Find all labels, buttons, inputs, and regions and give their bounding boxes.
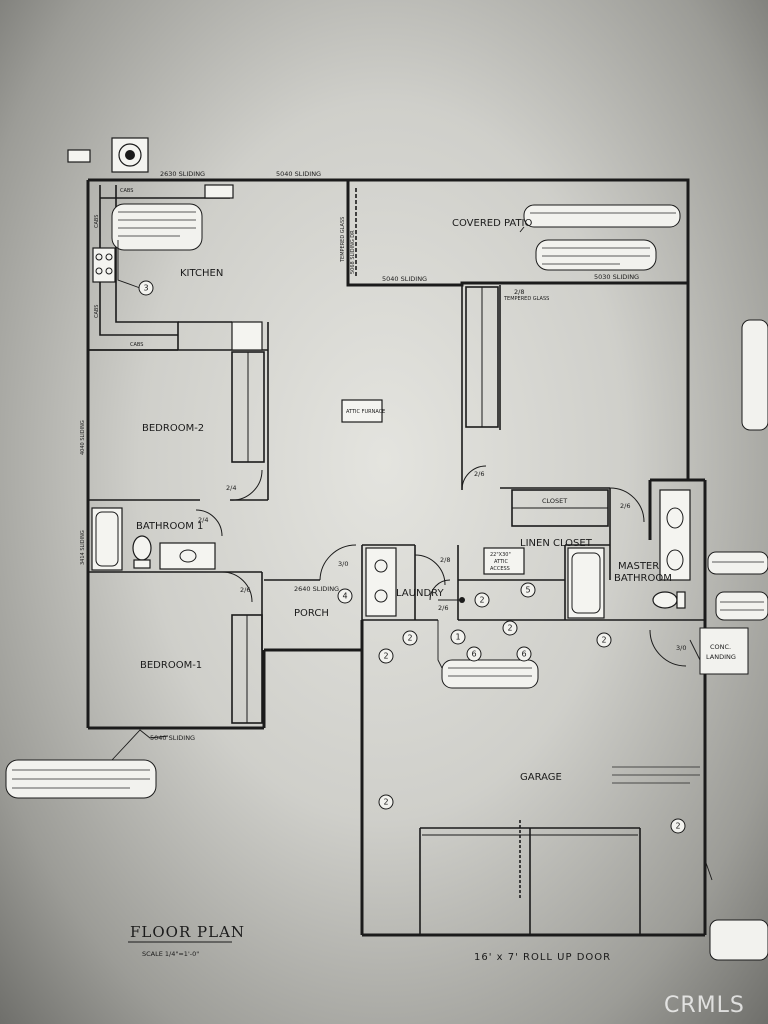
cabs-bottom-label: CABS [130, 342, 143, 348]
bathroom-fixtures [91, 489, 691, 619]
marker-2b: 2 [507, 624, 512, 633]
marker-2a: 2 [479, 596, 484, 605]
window-label-tempered: TEMPERED GLASS [340, 217, 346, 263]
bathroom-1-label: BATHROOM 1 [136, 521, 203, 532]
laundry-label: LAUNDRY [396, 588, 444, 599]
leader-lines [111, 226, 713, 881]
door-label-master-bath: 2/6 [620, 502, 630, 510]
marker-3: 3 [143, 284, 148, 293]
master-bathroom-label-1: MASTER [618, 561, 659, 572]
window-label-bed2: 4040 SLIDING [80, 420, 86, 455]
marker-5: 5 [525, 586, 530, 595]
attic-access-label-1: 22"X30" [490, 552, 511, 558]
attic-access-label-3: ACCESS [490, 566, 510, 572]
plan-scale: SCALE 1/4"=1'-0" [142, 950, 199, 958]
marker-6a: 6 [471, 650, 476, 659]
door-label-hall: 2/6 [474, 470, 484, 478]
cabs-left-lower-label: CABS [94, 305, 100, 318]
garage-door-label: 16' x 7' ROLL UP DOOR [474, 952, 611, 963]
window-label-top-main: 5040 SLIDING [276, 170, 321, 178]
door-label-landing: 3/0 [676, 644, 686, 652]
attic-access-box [483, 547, 525, 575]
note-clouds [5, 203, 768, 961]
marker-2f: 2 [383, 798, 388, 807]
plan-title: FLOOR PLAN [130, 923, 245, 941]
door-label-bath1: 2/4 [198, 516, 208, 524]
conc-landing [699, 627, 749, 675]
window-label-patio-door: 5068 SLIDING DR [350, 230, 356, 274]
bedroom-1-label: BEDROOM-1 [140, 660, 202, 671]
kitchen-counters [92, 184, 263, 351]
garage-label: GARAGE [520, 772, 562, 783]
covered-patio-label: COVERED PATIO [452, 218, 532, 229]
door-label-bed1: 2/6 [240, 586, 250, 594]
marker-2c: 2 [407, 634, 412, 643]
window-label-patio-right: 5030 SLIDING [594, 273, 639, 281]
conc-landing-label-2: LANDING [706, 653, 736, 661]
attic-furnace-box [341, 399, 383, 423]
cabs-left-upper-label: CABS [94, 215, 100, 228]
door-label-laundry: 2/8 [440, 556, 450, 564]
bedroom-2-label: BEDROOM-2 [142, 423, 204, 434]
conc-landing-label-1: CONC. [710, 643, 731, 651]
porch-label: PORCH [294, 608, 329, 619]
window-label-bath1: 3414 SLIDING [80, 530, 86, 565]
cabs-top-label: CABS [120, 188, 133, 194]
attic-access-label-2: ATTIC [494, 559, 509, 565]
ac-unit-icon [67, 137, 149, 173]
note-text-squiggles [12, 211, 764, 789]
door-label-bed2: 2/4 [226, 484, 236, 492]
window-label-top-kitchen: 2630 SLIDING [160, 170, 205, 178]
note-markers: 3 4 1 2 5 6 6 2 2 2 2 2 2 [138, 280, 686, 834]
marker-1: 1 [455, 633, 460, 642]
marker-6b: 6 [521, 650, 526, 659]
watermark-text: CRMLS [664, 993, 745, 1018]
marker-2e: 2 [601, 636, 606, 645]
door-label-tempered: 2/8 [514, 288, 524, 296]
marker-2d: 2 [383, 652, 388, 661]
master-bathroom-label-2: BATHROOM [614, 573, 672, 584]
window-label-patio-left: 5040 SLIDING [382, 275, 427, 283]
marker-4: 4 [342, 592, 347, 601]
closets [231, 286, 609, 724]
closet-label: CLOSET [542, 497, 567, 505]
window-label-porch: 2640 SLIDING [294, 585, 339, 593]
marker-2g: 2 [675, 822, 680, 831]
attic-furnace-label: ATTIC FURNACE [346, 409, 385, 415]
garage-door [419, 820, 641, 935]
linen-closet-label: LINEN CLOSET [520, 538, 593, 549]
door-swings [195, 465, 687, 667]
exterior-walls [86, 178, 707, 937]
window-label-tempered-2: TEMPERED GLASS [503, 296, 549, 302]
door-label-laundry-2: 2/6 [438, 604, 448, 612]
window-label-bottom: 5040 SLIDING [150, 734, 195, 742]
interior-walls [88, 285, 705, 650]
kitchen-label: KITCHEN [180, 268, 223, 279]
door-label-porch: 3/0 [338, 560, 348, 568]
